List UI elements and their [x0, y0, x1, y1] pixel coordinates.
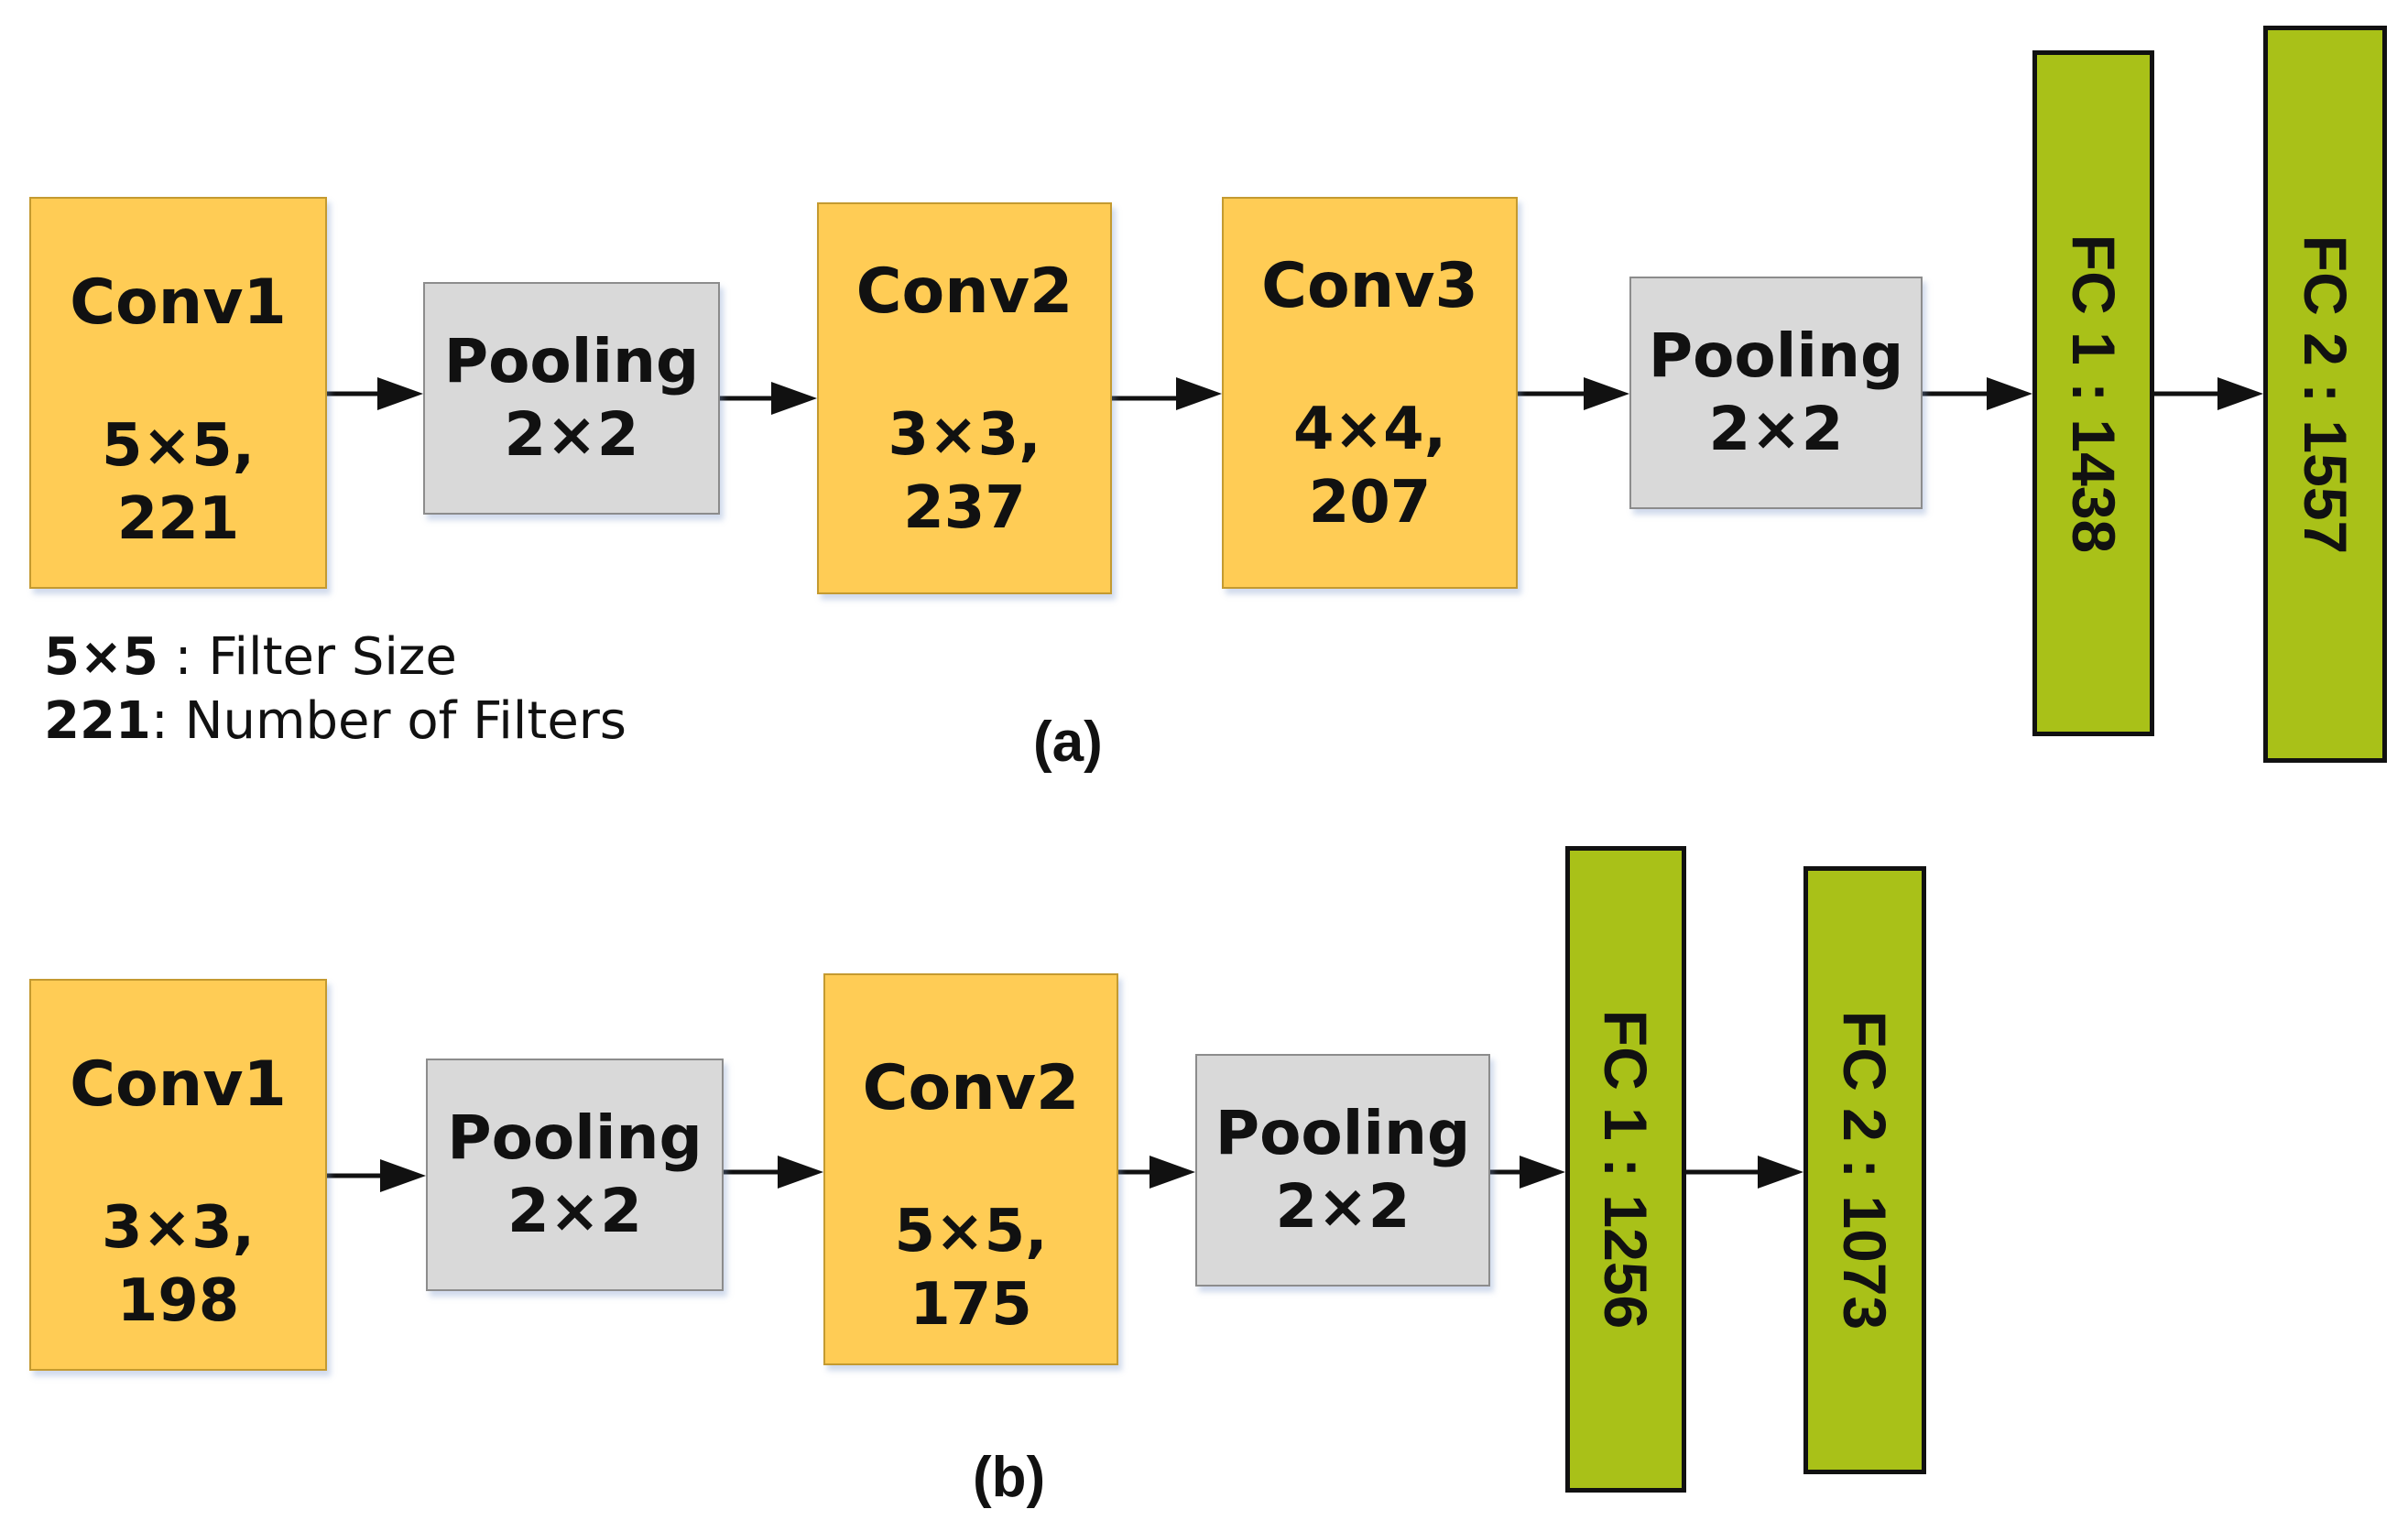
- caption-a: (a): [1033, 711, 1103, 774]
- b-conv2-filter-size: 5×5,: [894, 1198, 1048, 1265]
- arrow-b-fc1-fc2: [1683, 1156, 1803, 1189]
- a-fc1-block: FC 1 : 1438: [2032, 50, 2154, 736]
- b-conv2-filter-count: 175: [910, 1271, 1032, 1339]
- b-conv1-title: Conv1: [70, 1048, 287, 1121]
- legend-filter-count-row: 221: Number of Filters: [44, 689, 627, 754]
- arrow-a-fc1-fc2: [2154, 377, 2263, 410]
- b-fc1-block: FC 1 : 1256: [1565, 846, 1686, 1493]
- a-conv2-filter-count: 237: [903, 474, 1026, 542]
- a-pooling2-block: Pooling 2×2: [1629, 277, 1923, 509]
- arrow-b-conv1-pool1: [327, 1159, 426, 1192]
- arrow-b-pool2-fc1: [1490, 1156, 1565, 1189]
- a-conv3-block: Conv3 4×4, 207: [1222, 197, 1518, 589]
- arrow-a-pool2-fc1: [1923, 377, 2032, 410]
- b-fc1-label: FC 1 : 1256: [1592, 1009, 1660, 1330]
- legend-filter-size-desc: : Filter Size: [158, 627, 457, 687]
- a-conv2-title: Conv2: [855, 255, 1073, 328]
- legend-filter-size-row: 5×5 : Filter Size: [44, 625, 627, 689]
- arrow-a-conv2-conv3: [1112, 377, 1222, 410]
- b-pooling1-block: Pooling 2×2: [426, 1059, 724, 1291]
- b-conv1-filter-size: 3×3,: [102, 1194, 255, 1262]
- arrow-a-conv1-pool1: [327, 377, 423, 410]
- legend-filter-size-key: 5×5: [44, 627, 158, 687]
- b-pooling1-size: 2×2: [507, 1176, 643, 1246]
- a-conv2-block: Conv2 3×3, 237: [817, 202, 1112, 594]
- b-pooling2-title: Pooling: [1215, 1098, 1471, 1168]
- a-fc1-label: FC 1 : 1438: [2059, 233, 2128, 553]
- b-fc2-block: FC 2 : 1073: [1803, 866, 1926, 1474]
- caption-b: (b): [973, 1446, 1046, 1509]
- a-pooling2-title: Pooling: [1648, 320, 1904, 391]
- a-conv3-filter-size: 4×4,: [1293, 396, 1446, 463]
- b-conv2-title: Conv2: [862, 1052, 1080, 1124]
- arrow-a-pool1-conv2: [720, 382, 817, 415]
- b-fc2-label: FC 2 : 1073: [1831, 1010, 1899, 1330]
- a-conv2-filter-size: 3×3,: [888, 401, 1041, 469]
- arrow-b-conv2-pool2: [1118, 1156, 1195, 1189]
- arrow-a-conv3-pool2: [1518, 377, 1629, 410]
- a-conv3-filter-count: 207: [1308, 469, 1432, 537]
- b-pooling2-block: Pooling 2×2: [1195, 1054, 1490, 1287]
- a-conv1-filter-count: 221: [116, 485, 240, 553]
- a-fc2-block: FC 2 : 1557: [2263, 26, 2387, 763]
- b-conv1-block: Conv1 3×3, 198: [29, 979, 327, 1371]
- legend-filter-count-desc: : Number of Filters: [150, 691, 627, 751]
- a-conv3-title: Conv3: [1261, 250, 1478, 322]
- a-fc2-label: FC 2 : 1557: [2291, 234, 2359, 554]
- a-conv1-filter-size: 5×5,: [102, 412, 255, 480]
- a-conv1-title: Conv1: [70, 266, 287, 339]
- a-pooling2-size: 2×2: [1708, 394, 1844, 464]
- a-conv1-block: Conv1 5×5, 221: [29, 197, 327, 589]
- legend: 5×5 : Filter Size 221: Number of Filters: [44, 625, 627, 754]
- b-conv2-block: Conv2 5×5, 175: [823, 973, 1118, 1365]
- a-pooling1-title: Pooling: [443, 326, 700, 396]
- legend-filter-count-key: 221: [44, 691, 151, 751]
- arrow-b-pool1-conv2: [724, 1156, 823, 1189]
- b-pooling1-title: Pooling: [447, 1102, 703, 1173]
- a-pooling1-block: Pooling 2×2: [423, 282, 720, 515]
- b-pooling2-size: 2×2: [1275, 1171, 1411, 1242]
- b-conv1-filter-count: 198: [116, 1267, 240, 1335]
- a-pooling1-size: 2×2: [504, 399, 639, 470]
